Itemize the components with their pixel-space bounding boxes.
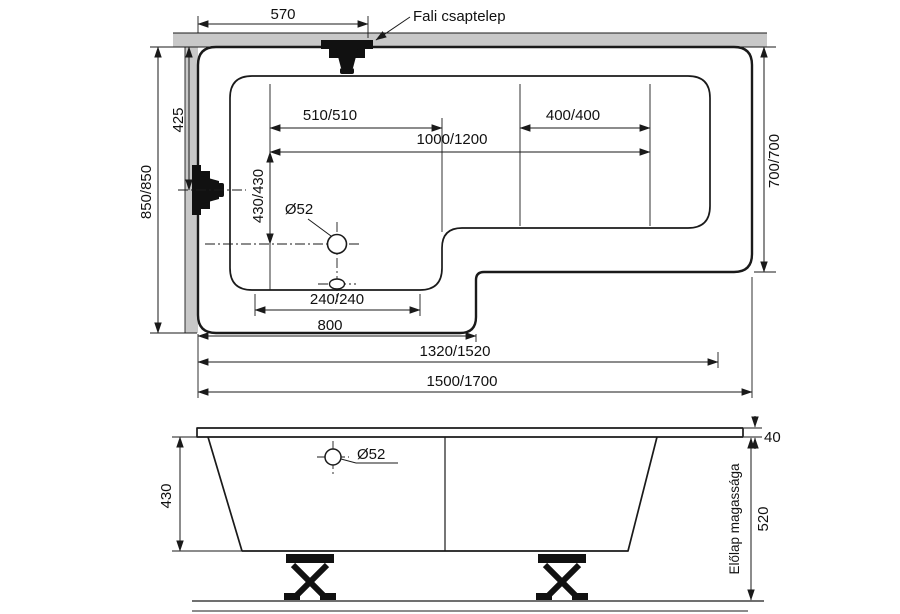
tub-inner-outline — [229, 75, 711, 291]
dim-overall-length: 1500/1700 — [197, 277, 753, 398]
dim-400-text: 400/400 — [546, 107, 600, 124]
dim-430430-text: 430/430 — [250, 169, 267, 223]
wall-tap-left-icon — [178, 165, 246, 215]
drain-symbol: Ø52 — [205, 201, 362, 302]
overflow-diameter-label: Ø52 — [357, 446, 385, 463]
dim-overall-width: 850/850 — [138, 46, 197, 334]
dim-700-text: 700/700 — [766, 134, 783, 188]
dim-425-text: 425 — [170, 107, 187, 132]
dim-tap-centerline: 425 — [170, 46, 193, 191]
front-panel-label: Előlap magassága — [727, 463, 742, 575]
dim-240-text: 240/240 — [310, 291, 364, 308]
dim-basin-length: 1000/1200 — [269, 131, 651, 156]
side-dim-40-text: 40 — [764, 429, 781, 446]
dim-1320-text: 1320/1520 — [420, 343, 491, 360]
dim-right-width: 700/700 — [754, 46, 783, 273]
wall-top — [173, 33, 767, 47]
leg-right-icon — [536, 554, 588, 600]
dim-step-offset: 800 — [197, 317, 477, 342]
side-dim-430-text: 430 — [158, 483, 175, 508]
dim-1500-text: 1500/1700 — [427, 373, 498, 390]
overflow-symbol: Ø52 — [317, 441, 398, 476]
wall-tap-top-icon — [321, 40, 373, 74]
leg-left-icon — [284, 554, 336, 600]
dim-panel-height: Előlap magassága 520 — [727, 437, 772, 601]
dim-510-text: 510/510 — [303, 107, 357, 124]
dim-drain-from-back: 430/430 — [250, 151, 274, 245]
tub-outer-outline — [196, 45, 754, 335]
wall-tap-label: Fali csaptelep — [413, 8, 506, 25]
drain-diameter-label: Ø52 — [285, 201, 313, 218]
dim-rim-thickness: 40 — [744, 416, 781, 449]
top-view: Ø52 570 Fali csaptelep 425 850/850 — [138, 6, 783, 398]
side-dim-520-text: 520 — [755, 506, 772, 531]
dim-tub-depth: 430 — [158, 436, 241, 552]
rim-profile — [196, 427, 744, 438]
dim-drain-offset: 240/240 — [254, 291, 421, 316]
dim-570-text: 570 — [270, 6, 295, 23]
dim-800-text: 800 — [317, 317, 342, 334]
wall-tap-callout: Fali csaptelep — [375, 8, 506, 41]
dim-inner-length: 1320/1520 — [197, 343, 719, 368]
side-view: Ø52 430 — [158, 416, 781, 612]
body-profile — [207, 436, 658, 552]
dim-850-text: 850/850 — [138, 165, 155, 219]
dim-1000-text: 1000/1200 — [417, 131, 488, 148]
dim-inner-segments: 510/510 400/400 — [269, 107, 651, 132]
dim-tap-offset: 570 — [197, 6, 369, 38]
